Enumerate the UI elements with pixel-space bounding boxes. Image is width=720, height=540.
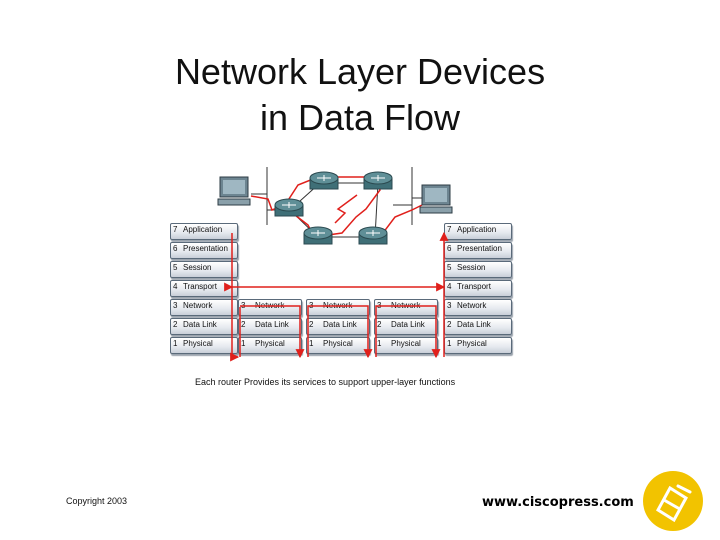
layer-number: 1 <box>377 339 382 348</box>
layer-number: 1 <box>173 339 178 348</box>
osi-layer-router-1: 1 Physical <box>238 337 302 354</box>
layer-number: 6 <box>173 244 178 253</box>
layer-number: 2 <box>377 320 382 329</box>
layer-name: Session <box>183 263 212 272</box>
layer-number: 4 <box>173 282 178 291</box>
layer-number: 1 <box>447 339 452 348</box>
osi-data-flow-diagram: 7 Application 6 Presentation 5 Session 4 Transp… <box>160 165 525 400</box>
osi-layer-host-right: 6 Presentation <box>444 242 512 259</box>
layer-name: Data Link <box>183 320 217 329</box>
layer-name: Presentation <box>183 244 228 253</box>
layer-number: 3 <box>447 301 452 310</box>
osi-layer-host-left: 2 Data Link <box>170 318 238 335</box>
layer-number: 2 <box>309 320 314 329</box>
layer-number: 2 <box>447 320 452 329</box>
layer-number: 2 <box>173 320 178 329</box>
layer-name: Transport <box>457 282 491 291</box>
computer-icon <box>419 184 453 214</box>
layer-number: 7 <box>447 225 452 234</box>
computer-icon <box>217 176 251 206</box>
layer-name: Network <box>457 301 487 310</box>
network-topology <box>217 167 453 245</box>
layer-name: Presentation <box>457 244 502 253</box>
layer-name: Data Link <box>391 320 425 329</box>
slide-title-line-1: Network Layer Devices <box>174 51 546 92</box>
osi-layer-host-left: 1 Physical <box>170 337 238 354</box>
layer-name: Data Link <box>255 320 289 329</box>
osi-layer-host-right: 5 Session <box>444 261 512 278</box>
layer-number: 2 <box>241 320 246 329</box>
layer-name: Physical <box>391 339 421 348</box>
layer-number: 1 <box>309 339 314 348</box>
layer-number: 4 <box>447 282 452 291</box>
layer-name: Data Link <box>457 320 491 329</box>
layer-name: Physical <box>323 339 353 348</box>
osi-layer-host-right: 7 Application <box>444 223 512 240</box>
layer-number: 3 <box>173 301 178 310</box>
slide-title-line-2: in Data Flow <box>259 97 461 138</box>
diagram-caption: Each router Provides its services to sup… <box>195 377 456 387</box>
router-icon <box>309 171 339 190</box>
publisher-url: www.ciscopress.com <box>482 495 634 510</box>
layer-number: 7 <box>173 225 178 234</box>
osi-layer-router-3: 2 Data Link <box>374 318 438 335</box>
layer-number: 5 <box>173 263 178 272</box>
router-icon <box>363 171 393 190</box>
router-icon <box>274 198 304 217</box>
osi-layer-host-left: 5 Session <box>170 261 238 278</box>
osi-layer-host-left: 3 Network <box>170 299 238 316</box>
layer-name: Physical <box>255 339 285 348</box>
osi-layer-host-left: 7 Application <box>170 223 238 240</box>
osi-layer-host-right: 4 Transport <box>444 280 512 297</box>
layer-name: Data Link <box>323 320 357 329</box>
layer-number: 1 <box>241 339 246 348</box>
router-icon <box>303 226 333 245</box>
layer-name: Application <box>183 225 223 234</box>
layer-name: Network <box>183 301 213 310</box>
layer-name: Session <box>457 263 486 272</box>
copyright-text: Copyright 2003 <box>66 496 128 506</box>
cisco-press-logo <box>643 471 703 531</box>
osi-layer-host-left: 6 Presentation <box>170 242 238 259</box>
layer-number: 6 <box>447 244 452 253</box>
layer-name: Physical <box>183 339 213 348</box>
router-icon <box>358 226 388 245</box>
osi-layer-router-1: 2 Data Link <box>238 318 302 335</box>
osi-layer-host-right: 3 Network <box>444 299 512 316</box>
osi-layer-router-3: 1 Physical <box>374 337 438 354</box>
data-flow-arrows <box>224 231 449 362</box>
layer-name: Physical <box>457 339 487 348</box>
osi-layer-router-2: 2 Data Link <box>306 318 370 335</box>
osi-layer-host-left: 4 Transport <box>170 280 238 297</box>
layer-name: Transport <box>183 282 217 291</box>
layer-number: 5 <box>447 263 452 272</box>
osi-layer-host-right: 1 Physical <box>444 337 512 354</box>
osi-layer-router-2: 1 Physical <box>306 337 370 354</box>
layer-name: Application <box>457 225 497 234</box>
